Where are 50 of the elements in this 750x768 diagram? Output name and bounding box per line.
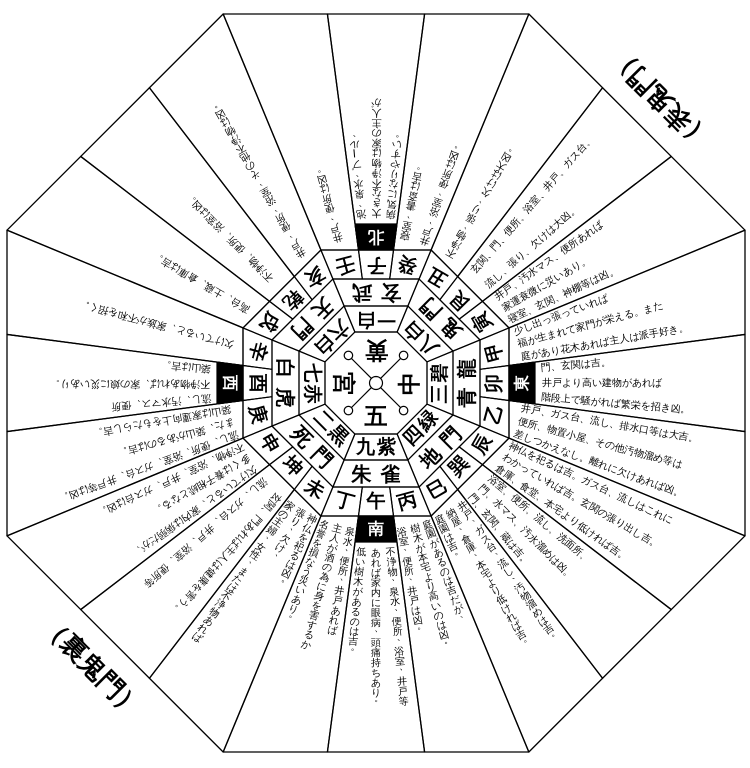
compass-label: 南: [368, 521, 384, 537]
direction-character: 子: [366, 255, 386, 274]
compass-label: 東: [514, 375, 530, 391]
compass-box: [509, 362, 535, 404]
direction-character: 乙: [482, 403, 506, 426]
direction-character: 壬: [332, 252, 356, 276]
direction-character: 辛: [246, 340, 270, 363]
gate-name: 朱雀: [350, 464, 410, 484]
center-character: 五: [364, 406, 388, 428]
connector-line: [350, 358, 372, 379]
center-character: 宮: [330, 372, 354, 394]
compass-box: [217, 362, 243, 404]
gate-name: 青龍: [456, 350, 476, 410]
star-name: 三碧: [430, 361, 450, 405]
star-name: 七赤: [302, 362, 322, 405]
star-name: 一白: [354, 310, 397, 328]
corner-label: （表鬼門）: [604, 44, 715, 155]
sector-note: 門、玄関は吉。: [540, 356, 612, 374]
gate-name: 白虎: [276, 358, 296, 416]
sector-note: あれば家内に眼病、頭痛持ちあり。: [370, 549, 382, 706]
direction-character: 酉: [248, 374, 267, 392]
compass-label: 西: [222, 375, 238, 391]
direction-character: 癸: [396, 252, 420, 276]
sector-note: 築山は吉。: [160, 358, 212, 374]
sector-note: 不浄物あれば、家の娘に災いあり。: [50, 378, 210, 388]
sector-note: 大きな不浄物は家の主人が: [370, 97, 382, 217]
star-name: 九紫: [354, 438, 398, 456]
sector-note: 池、泉水、プール、: [348, 132, 367, 218]
compass-box: [355, 224, 397, 250]
compass-box: [355, 516, 397, 542]
sector-note: 井戸、便所は凶。: [312, 167, 344, 242]
connector-line: [380, 387, 402, 408]
direction-character: 戌: [256, 308, 283, 335]
direction-character: 亥: [302, 264, 328, 290]
direction-character: 丑: [424, 264, 450, 290]
direction-character: 寅: [469, 308, 496, 335]
compass-label: 北: [368, 229, 384, 245]
corner-label: （裏鬼門）: [37, 611, 148, 722]
direction-character: 卯: [485, 374, 504, 392]
center-character: 中: [398, 372, 422, 394]
connector-line: [380, 358, 402, 379]
direction-character: 庚: [246, 403, 270, 426]
connector-line: [350, 387, 372, 408]
direction-character: 午: [366, 492, 386, 511]
center-character: 黄: [364, 338, 388, 360]
direction-character: 丁: [332, 490, 356, 514]
gate-name: 玄武: [342, 282, 402, 302]
direction-character: 甲: [482, 340, 506, 363]
direction-character: 丙: [396, 490, 420, 514]
sector-note: 井戸より高い建物があれば: [542, 378, 662, 388]
